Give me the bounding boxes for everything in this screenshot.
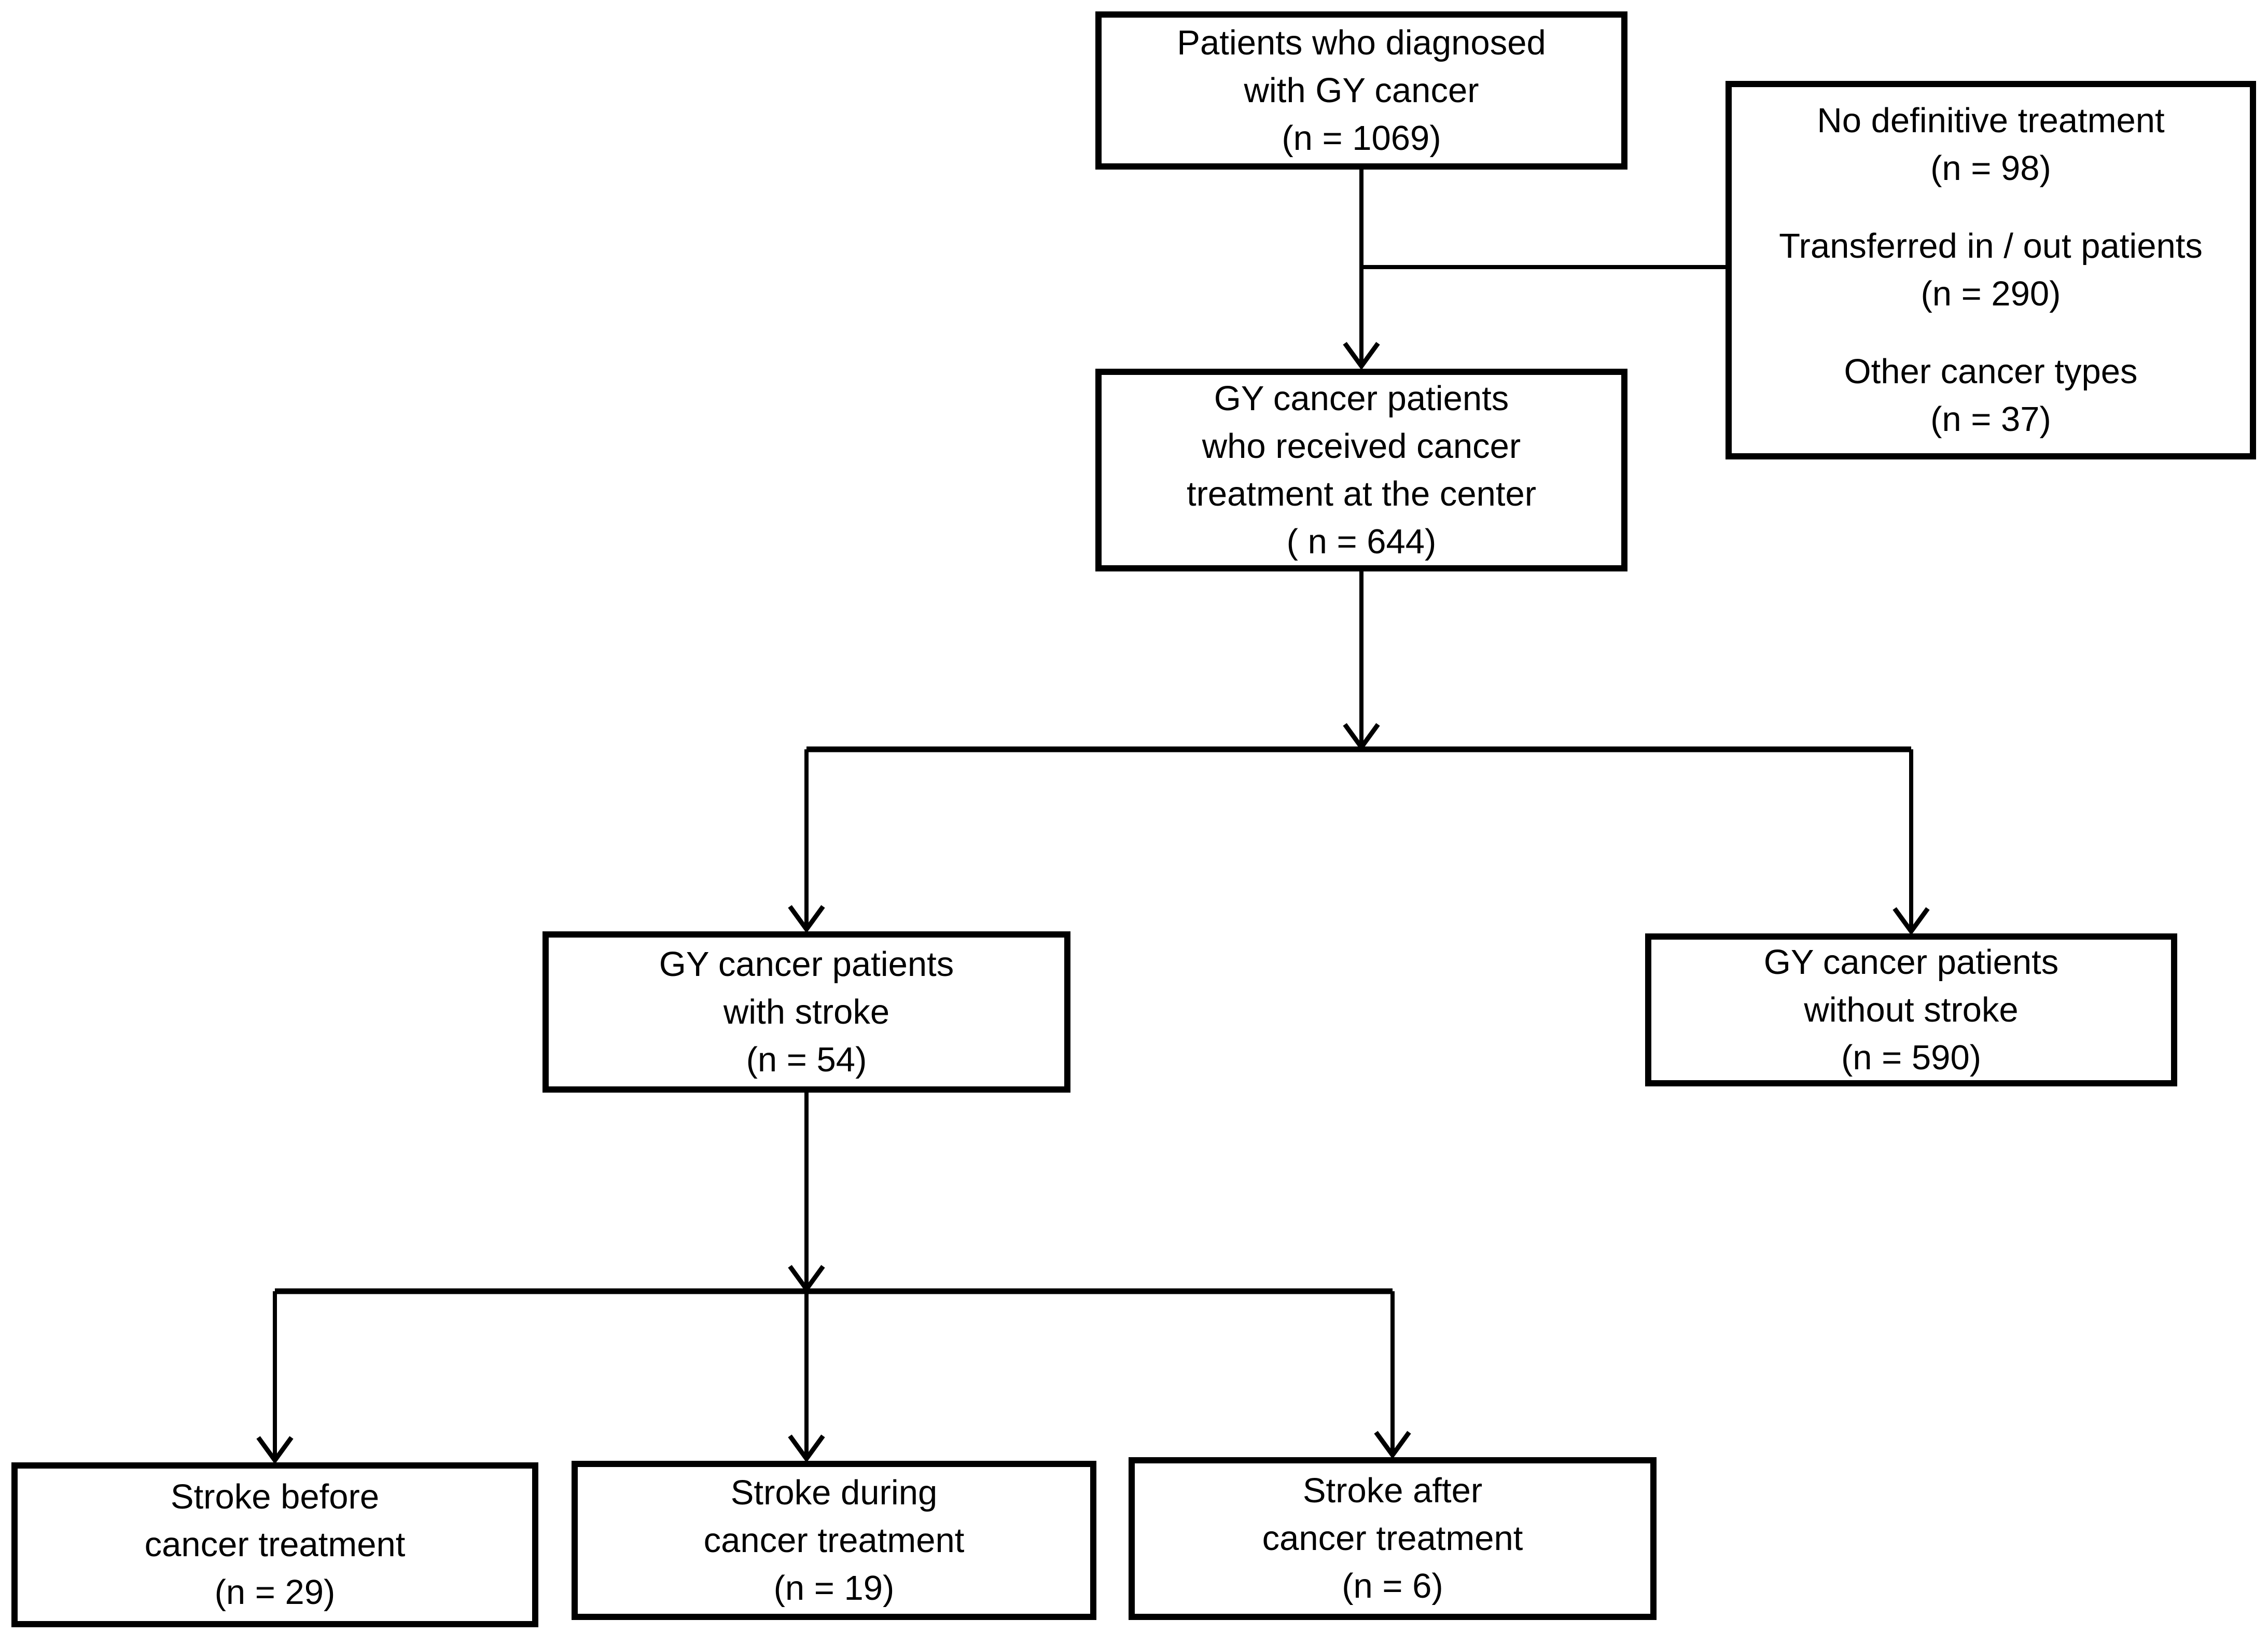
box-patients-diagnosed: Patients who diagnosed with GY cancer (n… [1095,11,1627,170]
arrowhead-into-treated [1343,342,1380,370]
box-without-stroke-text: GY cancer patients without stroke (n = 5… [1763,942,2059,1077]
box-stroke-after-treatment-text: Stroke after cancer treatment (n = 6) [1262,1471,1523,1605]
box-stroke-before-treatment-text: Stroke before cancer treatment (n = 29) [144,1477,406,1612]
box-stroke-after-treatment: Stroke after cancer treatment (n = 6) [1129,1457,1657,1620]
arrowhead-into-with-stroke [788,905,825,933]
exclusion-transferred-patients: Transferred in / out patients (n = 290) [1779,227,2203,313]
box-exclusions: No definitive treatment (n = 98) Transfe… [1726,81,2256,459]
box-with-stroke: GY cancer patients with stroke (n = 54) [542,931,1070,1093]
exclusion-other-cancer-types: Other cancer types (n = 37) [1844,352,2138,439]
box-treated-at-center-text: GY cancer patients who received cancer t… [1186,379,1537,561]
arrowhead-into-stroke-during [788,1434,825,1463]
arrowhead-into-without-stroke [1893,907,1930,935]
box-patients-diagnosed-text: Patients who diagnosed with GY cancer (n… [1177,23,1546,158]
box-without-stroke: GY cancer patients without stroke (n = 5… [1645,933,2177,1086]
exclusion-no-definitive-treatment: No definitive treatment (n = 98) [1817,101,2165,188]
box-with-stroke-text: GY cancer patients with stroke (n = 54) [659,944,954,1079]
arrowhead-into-stroke-before [256,1436,294,1464]
box-stroke-before-treatment: Stroke before cancer treatment (n = 29) [11,1462,538,1627]
box-stroke-during-treatment-text: Stroke during cancer treatment (n = 19) [703,1473,965,1608]
box-stroke-during-treatment: Stroke during cancer treatment (n = 19) [572,1461,1096,1620]
arrowhead-into-stroke-after [1374,1431,1411,1459]
box-treated-at-center: GY cancer patients who received cancer t… [1095,369,1627,571]
